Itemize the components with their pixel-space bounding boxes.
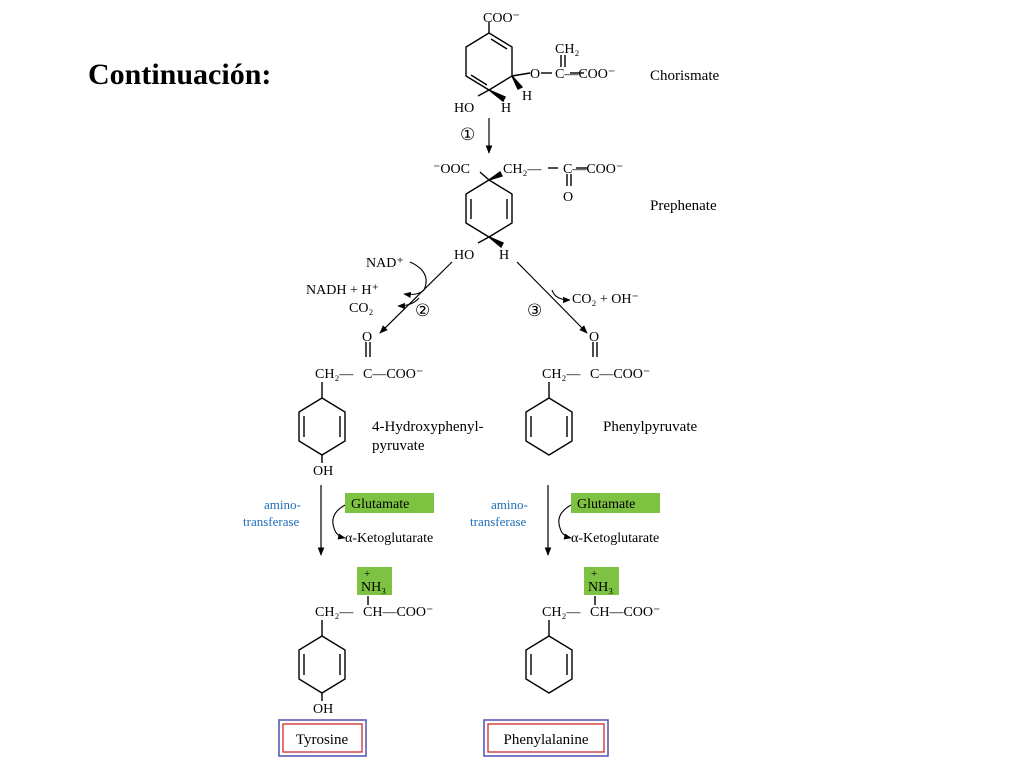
- chorismate-coo: COO⁻: [483, 11, 520, 26]
- phenylpyruvate-structure: [525, 342, 598, 456]
- co2-oh-label: CO₂ + OH⁻: [572, 292, 639, 307]
- phenylalanine-nh3: NH₃: [588, 580, 613, 595]
- hpp-label-line2: pyruvate: [372, 438, 425, 454]
- tyrosine-ch-coo: CH—COO⁻: [363, 605, 433, 620]
- glutamate-right-highlight: [571, 493, 660, 513]
- step-2-arrow: [379, 261, 453, 334]
- aminotransferase-right-line2: transferase: [470, 514, 527, 529]
- hpp-oh: OH: [313, 464, 333, 479]
- tyrosine-box-outer: [278, 719, 367, 757]
- slide-title: Continuación:: [88, 58, 272, 91]
- tyrosine-structure: [298, 596, 369, 701]
- glutamate-right-curve: [558, 504, 572, 540]
- hpp-label-line1: 4-Hydroxyphenyl-: [372, 419, 484, 435]
- co2-left-label: CO₂: [349, 301, 373, 316]
- phenylalanine-ch2: CH₂—: [542, 605, 581, 620]
- prephenate-ch2: CH₂—: [503, 162, 542, 177]
- prephenate-ho: HO: [454, 248, 474, 263]
- nad-curve-arrow: [403, 261, 427, 299]
- chorismate-ch2: CH₂: [555, 42, 579, 57]
- tyrosine-nh3-plus: +: [364, 568, 370, 580]
- phenylalanine-structure: [525, 596, 596, 694]
- tyrosine-oh: OH: [313, 702, 333, 717]
- aminotransferase-right-line1: amino-: [491, 497, 528, 512]
- step-2-badge: ②: [415, 301, 430, 320]
- phenylalanine-ch-coo: CH—COO⁻: [590, 605, 660, 620]
- phenylalanine-nh3-plus: +: [591, 568, 597, 580]
- tyrosine-label: Tyrosine: [296, 732, 349, 748]
- tyrosine-ch2: CH₂—: [315, 605, 354, 620]
- chorismate-h-side: H: [522, 89, 532, 104]
- prephenate-label: Prephenate: [650, 198, 717, 214]
- tyrosine-nh3-highlight: [357, 567, 392, 595]
- prephenate-h: H: [499, 248, 509, 263]
- prephenate-ooc: ⁻OOC: [433, 162, 470, 177]
- co2-oh-curve-arrow: [551, 289, 571, 304]
- chorismate-h: H: [501, 101, 511, 116]
- hpp-c-coo: C—COO⁻: [363, 367, 423, 382]
- chorismate-ho: HO: [454, 101, 474, 116]
- tyrosine-box-inner: [282, 723, 363, 753]
- step-3-arrow: [516, 261, 588, 334]
- hpp-ch2: CH₂—: [315, 367, 354, 382]
- co2-curve-arrow: [397, 297, 420, 310]
- tyrosine-nh3: NH₃: [361, 580, 386, 595]
- ketoglutarate-left-label: α-Ketoglutarate: [345, 531, 433, 546]
- prephenate-o: O: [563, 190, 573, 205]
- pp-label: Phenylpyruvate: [603, 419, 697, 435]
- chorismate-structure: [465, 22, 584, 103]
- glutamate-left-curve: [332, 504, 346, 540]
- chorismate-label: Chorismate: [650, 68, 719, 84]
- pp-ch2: CH₂—: [542, 367, 581, 382]
- phenylalanine-nh3-highlight: [584, 567, 619, 595]
- hpp-o: O: [362, 330, 372, 345]
- hydroxyphenylpyruvate-structure: [298, 342, 371, 463]
- chorismate-c-coo: C—COO⁻: [555, 67, 615, 82]
- chorismate-o-link: O: [530, 67, 540, 82]
- phenylalanine-box-outer: [483, 719, 609, 757]
- step-3-badge: ③: [527, 301, 542, 320]
- step-1-badge: ①: [460, 125, 475, 144]
- prephenate-c-coo: C—COO⁻: [563, 162, 623, 177]
- aminotransferase-left-line1: amino-: [264, 497, 301, 512]
- glutamate-left-highlight: [345, 493, 434, 513]
- aminotransferase-left-line2: transferase: [243, 514, 300, 529]
- phenylalanine-box-inner: [487, 723, 605, 753]
- prephenate-structure: [465, 167, 588, 249]
- pp-c-coo: C—COO⁻: [590, 367, 650, 382]
- nad-label: NAD⁺: [366, 256, 404, 271]
- nadh-label: NADH + H⁺: [306, 283, 379, 298]
- phenylalanine-label: Phenylalanine: [504, 732, 589, 748]
- glutamate-right-label: Glutamate: [577, 497, 635, 512]
- glutamate-left-label: Glutamate: [351, 497, 409, 512]
- ketoglutarate-right-label: α-Ketoglutarate: [571, 531, 659, 546]
- pp-o: O: [589, 330, 599, 345]
